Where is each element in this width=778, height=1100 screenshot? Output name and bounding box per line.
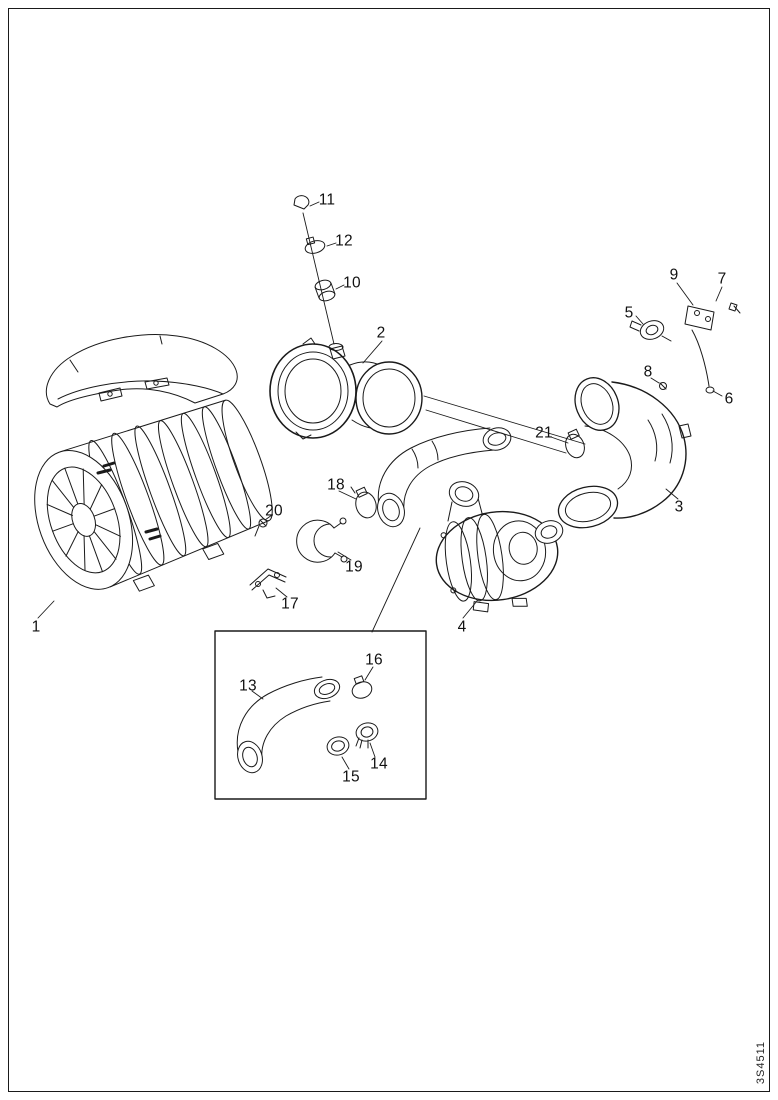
drawing-number: 3S4511 xyxy=(755,1040,767,1084)
leader-lines xyxy=(37,201,723,770)
callout-15: 15 xyxy=(342,768,360,786)
inset-fitting-14 xyxy=(355,722,379,749)
callout-13: 13 xyxy=(239,677,257,695)
callout-17: 17 xyxy=(281,595,299,613)
bracket-17 xyxy=(249,568,287,599)
clamp-21 xyxy=(565,428,585,459)
part-2-intake-duct xyxy=(269,337,423,440)
callout-20: 20 xyxy=(265,502,283,520)
page-border xyxy=(8,8,770,1092)
callout-9: 9 xyxy=(669,266,679,284)
part-3-elbow-hose xyxy=(557,377,692,529)
part-4-inlet xyxy=(447,481,484,522)
callout-11: 11 xyxy=(318,191,336,209)
center-hose xyxy=(377,427,512,528)
callout-5: 5 xyxy=(624,304,634,322)
inset-box xyxy=(214,630,427,800)
clamp-18 xyxy=(350,486,377,519)
callout-1: 1 xyxy=(31,618,41,636)
callout-14: 14 xyxy=(370,755,388,773)
inset-clamp-16 xyxy=(351,675,373,699)
bracket-assembly-5-9 xyxy=(629,302,741,394)
callout-18: 18 xyxy=(327,476,345,494)
callout-16: 16 xyxy=(365,651,383,669)
fittings-10-11-12 xyxy=(293,195,336,345)
callout-6: 6 xyxy=(724,390,734,408)
clamp-19 xyxy=(296,517,348,563)
callout-10: 10 xyxy=(343,274,361,292)
inset-hose-13 xyxy=(236,676,341,774)
callout-2: 2 xyxy=(376,324,386,342)
callout-7: 7 xyxy=(717,270,727,288)
callout-21: 21 xyxy=(535,424,553,442)
inset-ring-15 xyxy=(326,736,350,756)
callout-3: 3 xyxy=(674,498,684,516)
callout-12: 12 xyxy=(335,232,353,250)
part-4-blower xyxy=(435,481,564,613)
part-1-air-cleaner-housing xyxy=(34,334,273,592)
callout-19: 19 xyxy=(345,558,363,576)
callout-8: 8 xyxy=(643,363,653,381)
bolt-20 xyxy=(254,518,268,537)
callout-4: 4 xyxy=(457,618,467,636)
